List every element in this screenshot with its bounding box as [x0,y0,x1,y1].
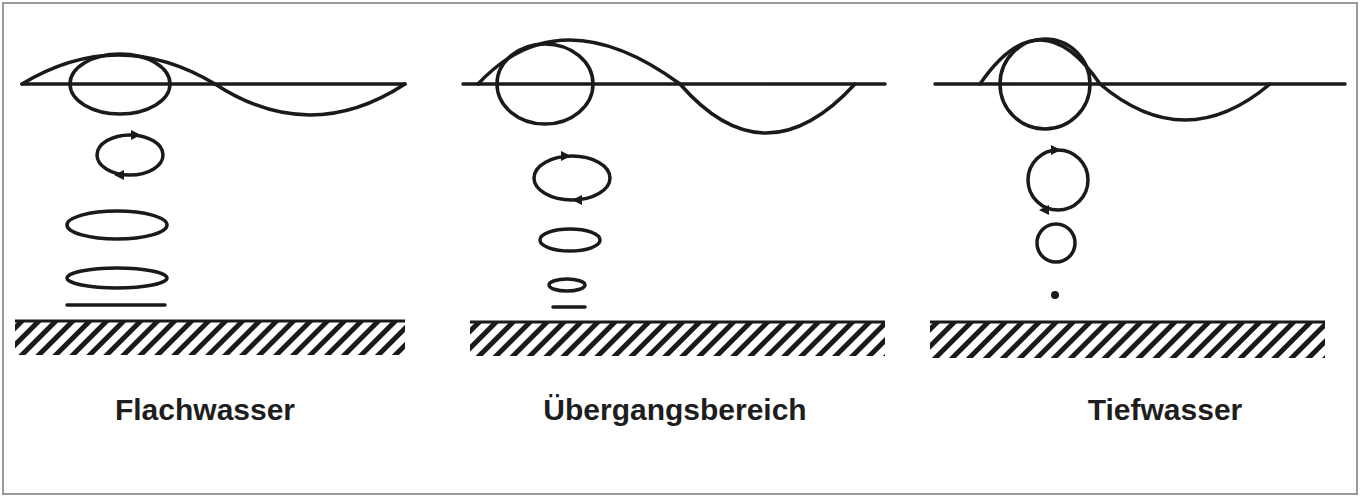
region-label: Übergangsbereich [543,393,806,427]
orbit [1037,224,1075,262]
orbit-arrow [572,195,582,205]
orbit [540,229,600,251]
orbit [1028,150,1088,210]
orbit-flat [553,305,585,309]
still-water-line [463,82,885,86]
seabed-line [15,320,405,323]
orbit-arrow [1039,205,1049,215]
region-label: Tiefwasser [1088,393,1243,427]
orbit [70,54,170,114]
orbit-arrow [131,130,141,140]
orbit-arrow [561,151,571,161]
seabed [15,321,405,355]
orbit-flat [67,303,165,307]
orbit [67,211,167,239]
orbit [97,135,163,175]
orbit [549,279,585,291]
region-label: Flachwasser [115,393,295,427]
wave-profile [980,40,1270,120]
seabed [470,322,885,356]
orbit [497,44,593,124]
seabed-line [470,321,885,324]
frame [3,3,1357,494]
orbit [67,268,167,288]
orbit [534,156,610,200]
wave-profile [478,40,855,133]
orbit-point [1051,291,1059,299]
orbit-arrow [1051,145,1061,155]
still-water-line [935,82,1345,86]
orbit [1000,39,1090,129]
seabed [930,322,1325,358]
orbit-arrow [114,170,124,180]
seabed-line [930,321,1325,324]
wave-profile [22,55,405,115]
